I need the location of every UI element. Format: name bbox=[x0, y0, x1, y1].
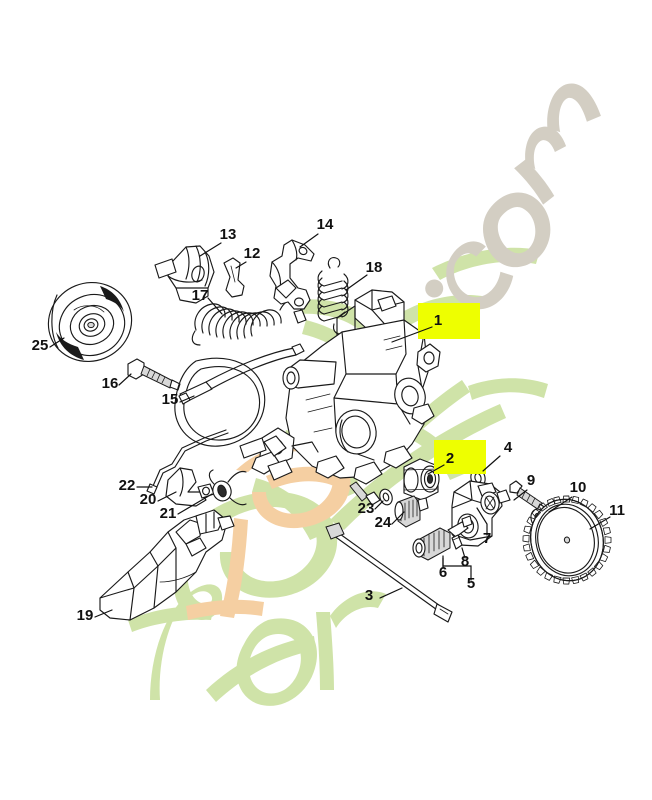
callout-7: 7 bbox=[483, 530, 491, 547]
part-13-brake-lever-body bbox=[154, 245, 215, 304]
part-3-long-bolt-shaft bbox=[325, 522, 453, 623]
highlight-box-2 bbox=[434, 440, 486, 474]
leader-11 bbox=[589, 516, 611, 530]
callout-12: 12 bbox=[244, 245, 261, 262]
leader-19 bbox=[94, 609, 113, 618]
leader-7 bbox=[476, 507, 488, 536]
callout-10: 10 bbox=[570, 479, 587, 496]
leader-20 bbox=[157, 491, 177, 502]
leader-15 bbox=[179, 395, 195, 403]
highlight-box-1 bbox=[418, 303, 480, 339]
leader-3 bbox=[379, 587, 403, 599]
part-11-chain-sprocket bbox=[522, 495, 612, 585]
leader-18 bbox=[345, 274, 368, 291]
callout-19: 19 bbox=[77, 607, 94, 624]
callout-16: 16 bbox=[102, 375, 119, 392]
callout-23: 23 bbox=[358, 500, 375, 517]
leader-24 bbox=[391, 511, 405, 525]
part-21-torsion-spring bbox=[208, 469, 247, 506]
leader-8 bbox=[461, 547, 466, 559]
part-2-bearing-sleeve bbox=[403, 458, 440, 501]
callout-24: 24 bbox=[375, 514, 392, 531]
callout-8: 8 bbox=[461, 553, 469, 570]
part-24-filter-sleeve bbox=[394, 495, 429, 528]
part-8-drive-pin bbox=[451, 534, 463, 550]
callout-20: 20 bbox=[140, 491, 157, 508]
callout-3: 3 bbox=[365, 587, 373, 604]
callout-2: 2 bbox=[446, 450, 454, 467]
leader-25 bbox=[49, 337, 65, 348]
callout-1: 1 bbox=[434, 312, 442, 329]
callout-22: 22 bbox=[119, 477, 136, 494]
callout-6: 6 bbox=[439, 564, 447, 581]
leader-lines bbox=[49, 233, 611, 618]
leader-4 bbox=[482, 455, 501, 472]
part-6-pump-piston bbox=[412, 515, 473, 561]
part-18-tension-spring bbox=[317, 257, 349, 335]
watermark-domain bbox=[425, 83, 601, 310]
callout-15: 15 bbox=[162, 391, 179, 408]
part-17-brake-spring bbox=[191, 298, 303, 346]
leader-17 bbox=[207, 297, 223, 315]
callout-14: 14 bbox=[317, 216, 334, 233]
highlight-boxes bbox=[418, 303, 486, 474]
part-16-hex-bolt bbox=[127, 358, 181, 391]
callout-5: 5 bbox=[467, 575, 475, 592]
leader-14 bbox=[299, 233, 319, 248]
callout-21: 21 bbox=[160, 505, 177, 522]
leader-10 bbox=[548, 496, 573, 513]
part-14-brake-linkage bbox=[269, 239, 315, 324]
leader-1 bbox=[391, 326, 433, 343]
callout-13: 13 bbox=[220, 226, 237, 243]
callout-11: 11 bbox=[609, 502, 625, 519]
part-20-trigger-latch bbox=[165, 467, 215, 507]
part-19-handle-shell bbox=[99, 509, 235, 621]
callout-17: 17 bbox=[192, 287, 209, 304]
part-15-brake-band bbox=[174, 343, 305, 447]
leader-16 bbox=[118, 373, 132, 386]
callout-18: 18 bbox=[366, 259, 383, 276]
leader-9 bbox=[513, 489, 528, 501]
leader-2 bbox=[427, 464, 445, 475]
part-12-pawl bbox=[223, 257, 245, 298]
part-25-clutch-drum bbox=[47, 281, 133, 363]
part-1-crankcase-housing bbox=[239, 289, 441, 506]
callout-25: 25 bbox=[32, 337, 49, 354]
callout-numbers: 1 2 3 4 5 6 7 8 9 10 11 12 13 14 15 16 1… bbox=[32, 216, 625, 624]
leader-21 bbox=[177, 493, 213, 515]
leader-12 bbox=[235, 261, 247, 269]
part-22-throttle-rod bbox=[146, 429, 229, 495]
leader-13 bbox=[199, 242, 222, 257]
leader-23 bbox=[374, 500, 384, 510]
callout-9: 9 bbox=[527, 472, 535, 489]
callout-4: 4 bbox=[504, 439, 513, 456]
